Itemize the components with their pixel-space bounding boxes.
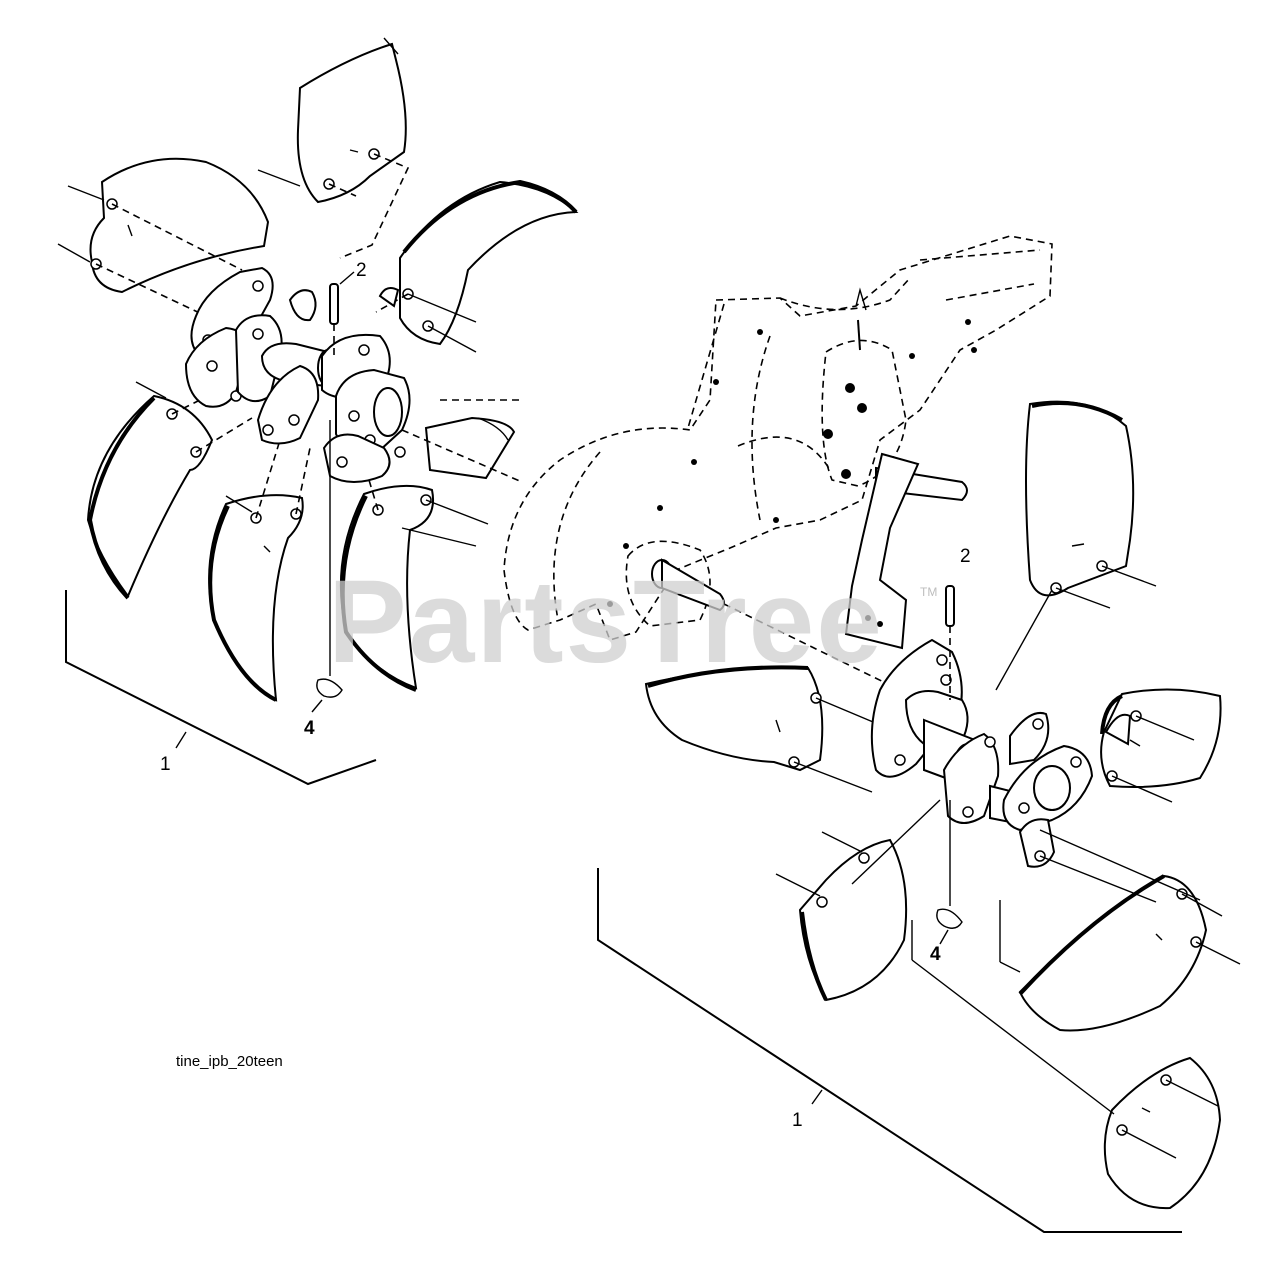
right-callout-2: 2 — [960, 546, 971, 567]
watermark-trademark: TM — [920, 585, 937, 599]
right-tine-right — [1100, 688, 1222, 803]
right-tine-left — [644, 665, 893, 793]
left-hardware — [311, 271, 355, 713]
left-tine-upper-right — [375, 179, 579, 353]
right-callout-4: 4 — [930, 944, 941, 965]
left-hub-assembly — [184, 266, 523, 483]
figure-id-label: tine_ipb_20teen — [176, 1053, 283, 1070]
right-tine-lower-right — [999, 874, 1241, 1032]
left-callout-1: 1 — [160, 754, 171, 775]
left-tine-bottom-center — [208, 439, 311, 702]
left-tine-upper-left — [57, 157, 270, 317]
left-tine-top — [257, 37, 410, 259]
left-hairpin-clip — [316, 678, 343, 698]
right-clevis-pin — [945, 585, 955, 627]
right-hairpin-clip — [936, 908, 963, 929]
left-tine-lower-left — [86, 381, 253, 600]
left-tine-bottom-right — [339, 449, 489, 692]
left-callout-2: 2 — [356, 260, 367, 281]
right-tine-upper-right — [995, 400, 1157, 691]
right-tine-assembly: 1 2 4 — [597, 400, 1241, 1233]
right-assembly-bracket — [597, 868, 1182, 1233]
left-tine-assembly: 1 2 4 — [57, 37, 579, 786]
watermark-text: PartsTree — [328, 556, 884, 688]
left-clevis-pin — [329, 283, 339, 325]
left-assembly-bracket — [65, 590, 377, 786]
right-callout-1: 1 — [792, 1110, 803, 1131]
right-tine-lower-left — [775, 799, 941, 1002]
right-mounting-bracket — [844, 452, 920, 650]
right-tine-bottom — [911, 920, 1222, 1210]
right-hardware — [936, 585, 963, 945]
left-callout-4: 4 — [304, 718, 315, 739]
right-hub-assembly — [870, 638, 1201, 903]
